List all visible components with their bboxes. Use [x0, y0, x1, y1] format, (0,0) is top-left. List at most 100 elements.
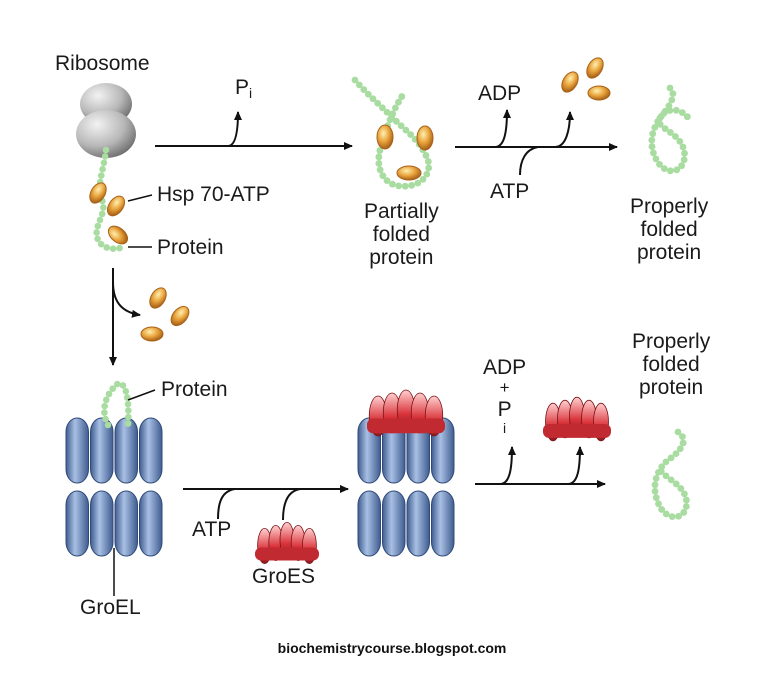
- protein-label-bottom: Protein: [161, 378, 228, 401]
- hsp70-released-top: [561, 57, 611, 101]
- polypeptide-bead: [422, 152, 430, 159]
- polypeptide-bead: [681, 490, 688, 498]
- groel-subunit: [139, 490, 163, 557]
- adp-release-arrow: [494, 109, 511, 148]
- polypeptide-bead: [662, 510, 670, 518]
- protein-bottom-leader-line: [127, 389, 156, 401]
- polypeptide-bead: [656, 120, 664, 128]
- polypeptide-bead: [679, 439, 687, 447]
- polypeptide-bead: [407, 131, 415, 139]
- polypeptide-bead: [395, 98, 402, 106]
- polypeptide-bead: [355, 81, 363, 89]
- polypeptide-bead: [660, 165, 668, 173]
- polypeptide-bead: [408, 181, 416, 189]
- polypeptide-bead: [109, 385, 117, 392]
- polypeptide-bead: [374, 99, 382, 107]
- polypeptide-bead: [649, 130, 657, 138]
- groel-subunit: [139, 417, 163, 484]
- polypeptide-bead: [656, 160, 663, 168]
- polypeptide-bead: [364, 90, 372, 98]
- groel-barrel-left: [65, 417, 163, 557]
- groel-subunit: [90, 417, 114, 484]
- polypeptide-bead: [97, 240, 105, 248]
- properly-folded-protein-bottom: [651, 428, 690, 521]
- polypeptide-bead: [94, 235, 101, 243]
- polypeptide-bead: [666, 84, 674, 92]
- groes-cap: [367, 389, 445, 437]
- groel-subunit: [382, 490, 406, 557]
- polypeptide-bead: [651, 487, 659, 495]
- groes-base: [543, 424, 611, 438]
- groel-subunit: [114, 417, 138, 484]
- polypeptide-bead: [414, 179, 422, 187]
- polypeptide-bead: [102, 396, 110, 404]
- polypeptide-bead: [667, 454, 675, 462]
- hsp70-on-partial: [376, 124, 434, 181]
- polypeptide-bead: [678, 162, 686, 170]
- groel-barrel-capped: [357, 417, 455, 557]
- atp-label-top: ATP: [490, 180, 530, 203]
- pi-release-arrow: [227, 111, 242, 147]
- polypeptide-bead: [676, 445, 684, 453]
- polypeptide-bead: [389, 180, 396, 188]
- groel-subunit: [65, 490, 89, 557]
- polypeptide-bead: [98, 210, 106, 218]
- polypeptide-bead: [102, 146, 110, 154]
- polypeptide-bead: [419, 175, 427, 183]
- groes-released: [543, 396, 611, 442]
- polypeptide-bead: [124, 420, 132, 427]
- polypeptide-bead: [668, 513, 676, 521]
- polypeptide-bead: [658, 506, 666, 513]
- groes-icon: [255, 521, 319, 565]
- polypeptide-bead: [376, 166, 384, 174]
- pi-label-top: Pi: [235, 76, 253, 101]
- polypeptide-bead: [101, 153, 109, 160]
- adp-pi-release-arrow: [499, 446, 516, 485]
- polypeptide-bead: [652, 155, 660, 163]
- groel-subunit: [357, 490, 381, 557]
- atp-label-bottom: ATP: [192, 518, 232, 541]
- polypeptide-bead: [675, 512, 683, 520]
- polypeptide-bead: [660, 109, 668, 117]
- polypeptide-bead: [397, 122, 405, 130]
- polypeptide-bead: [672, 133, 679, 140]
- partially-folded-label: Partially folded protein: [364, 200, 439, 270]
- polypeptide-bead: [655, 500, 662, 508]
- polypeptide-bead: [425, 164, 433, 172]
- properly-folded-label-bottom: Properly folded protein: [632, 330, 711, 400]
- ribosome-icon: [76, 83, 136, 158]
- polypeptide-bead: [652, 475, 660, 482]
- groel-subunit: [114, 490, 138, 557]
- polypeptide-bead: [378, 104, 386, 112]
- polypeptide-bead: [401, 182, 409, 190]
- polypeptide-bead: [667, 476, 675, 484]
- polypeptide-bead: [398, 93, 406, 100]
- groes-input-arrow: [282, 488, 301, 521]
- polypeptide-bead: [651, 481, 659, 489]
- groel-subunit: [65, 417, 89, 484]
- polypeptide-bead: [392, 117, 400, 125]
- polypeptide-bead: [683, 113, 691, 121]
- polypeptide-bead: [383, 108, 391, 116]
- polypeptide-bead: [360, 86, 368, 93]
- protein-entering-groel: [101, 380, 132, 429]
- polypeptide-bead: [395, 182, 403, 190]
- polypeptide-bead: [677, 485, 685, 492]
- polypeptide-bead: [97, 172, 105, 179]
- polypeptide-bead: [657, 468, 665, 475]
- polypeptide-bead: [648, 143, 656, 150]
- polypeptide-bead: [661, 125, 669, 133]
- polypeptide-bead: [386, 116, 394, 124]
- hsp70-release-arrow: [554, 111, 574, 148]
- polypeptide-bead: [678, 109, 686, 116]
- polypeptide-bead: [124, 400, 132, 408]
- groel-subunit: [90, 490, 114, 557]
- polypeptide-bead: [125, 407, 132, 414]
- polypeptide-bead: [99, 165, 106, 173]
- hsp70-molecules-bound: [89, 182, 129, 245]
- polypeptide-bead: [662, 458, 670, 466]
- polypeptide-bead: [379, 172, 387, 180]
- polypeptide-bead: [101, 409, 108, 416]
